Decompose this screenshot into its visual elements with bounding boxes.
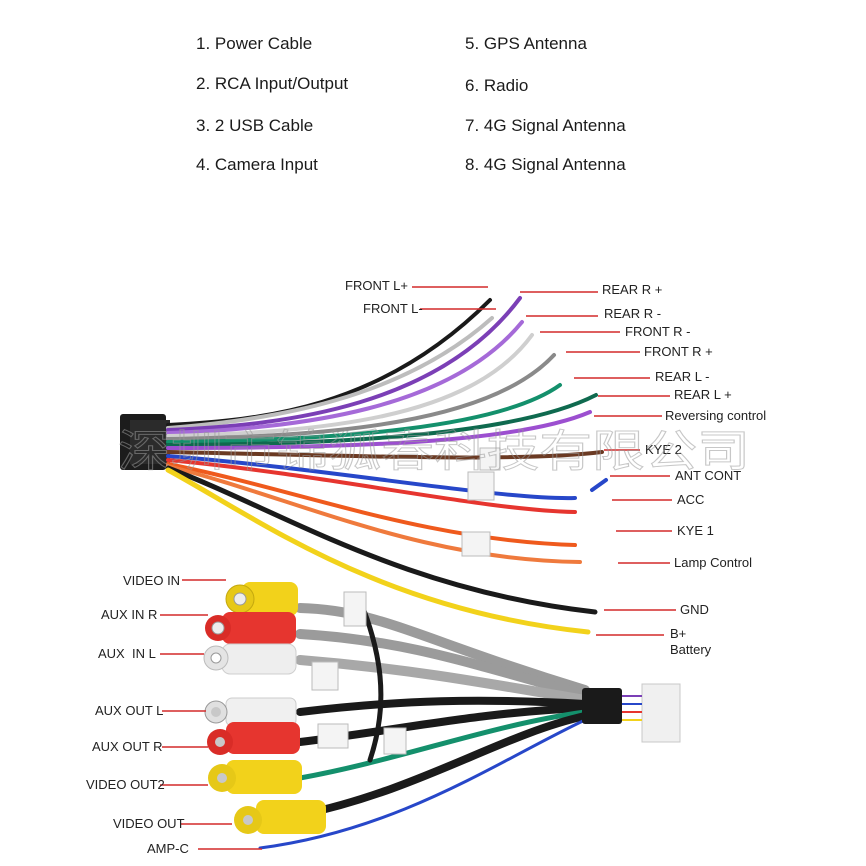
label-lamp: Lamp Control [674, 555, 752, 570]
wire-ant-cont [590, 478, 608, 492]
rca-video-in [225, 582, 298, 616]
wire-kye1 [166, 462, 577, 547]
rca-aux-out-l [204, 697, 297, 727]
pointer-lines-top [412, 286, 676, 636]
label-b-plus: B+ [670, 626, 686, 641]
wire-lamp [166, 464, 582, 564]
label-amp-c: AMP-C [147, 841, 189, 856]
wire-front-r-plus [166, 353, 556, 441]
wire-acc [166, 454, 577, 501]
pointer-lines-rca [160, 579, 262, 850]
rca-harness [203, 582, 681, 850]
cable-video-out [296, 712, 589, 819]
parts-item-8: 8. 4G Signal Antenna [465, 155, 626, 174]
wire-tag [467, 471, 495, 501]
label-front-l-plus: FRONT L+ [345, 278, 408, 293]
rca-aux-in-r [205, 612, 296, 644]
label-front-l-minus: FRONT L- [363, 301, 423, 316]
label-video-in: VIDEO IN [123, 573, 180, 588]
wire-b-plus [165, 467, 591, 635]
label-rear-l-minus: REAR L - [655, 369, 709, 384]
power-harness [120, 296, 608, 635]
label-rear-l-plus: REAR L + [674, 387, 732, 402]
parts-item-4: 4. Camera Input [196, 155, 318, 174]
label-ant-cont: ANT CONT [675, 468, 741, 483]
label-reversing: Reversing control [665, 408, 766, 423]
cable-aux-in-r [295, 629, 590, 700]
label-aux-out-l: AUX OUT L [95, 703, 163, 718]
wire-red [166, 458, 577, 514]
label-aux-in-r: AUX IN R [101, 607, 157, 622]
label-acc: ACC [677, 492, 704, 507]
rca-video-out2 [208, 760, 302, 794]
wire-rear-l-plus [166, 393, 598, 447]
label-rear-r-minus: REAR R - [604, 306, 661, 321]
label-front-r-plus: FRONT R + [644, 344, 713, 359]
cable-amp-c [258, 718, 587, 850]
iso-connector-body [130, 420, 170, 464]
wire-gnd [165, 465, 598, 615]
cable-video-out2 [297, 709, 588, 781]
label-front-r-minus: FRONT R - [625, 324, 690, 339]
cable-aux-out-l [296, 696, 589, 716]
label-video-out: VIDEO OUT [113, 816, 185, 831]
wire-tag [479, 447, 501, 471]
parts-item-1: 1. Power Cable [196, 34, 313, 53]
label-battery: Battery [670, 642, 712, 657]
rca-aux-out-r [207, 722, 300, 755]
label-gnd: GND [680, 602, 709, 617]
parts-item-2: 2. RCA Input/Output [196, 74, 349, 93]
label-kye2: KYE 2 [645, 442, 682, 457]
rca-main-connector [582, 688, 622, 724]
wire-reversing [166, 410, 592, 450]
wire-rear-l-minus [166, 383, 562, 444]
parts-item-5: 5. GPS Antenna [465, 34, 587, 53]
cable-tag [383, 727, 407, 755]
label-aux-in-l: AUX IN L [98, 646, 156, 661]
parts-item-3: 3. 2 USB Cable [196, 116, 314, 135]
parts-item-7: 7. 4G Signal Antenna [465, 116, 626, 135]
watermark: 深圳市锦狐春科技有限公司 [118, 426, 750, 477]
cable-video-in [295, 603, 590, 695]
wire-front-l-minus [166, 316, 494, 430]
wire-front-l-plus [166, 298, 492, 427]
label-aux-out-r: AUX OUT R [92, 739, 163, 754]
wire-kye2 [166, 450, 604, 460]
label-video-out2: VIDEO OUT2 [86, 777, 165, 792]
cable-tag [311, 661, 339, 691]
rca-white-plug [641, 683, 681, 743]
cable-tag [343, 591, 367, 627]
rca-video-out [234, 800, 326, 834]
parts-item-6: 6. Radio [465, 76, 529, 95]
wire-rear-r-plus [166, 296, 522, 432]
rca-aux-in-l [203, 643, 297, 675]
wire-rear-r-minus [166, 320, 524, 435]
wire-front-r-minus [166, 333, 534, 438]
wire-tag [461, 531, 491, 557]
label-rear-r-plus: REAR R + [602, 282, 662, 297]
cable-tag [317, 723, 349, 749]
label-kye1: KYE 1 [677, 523, 714, 538]
